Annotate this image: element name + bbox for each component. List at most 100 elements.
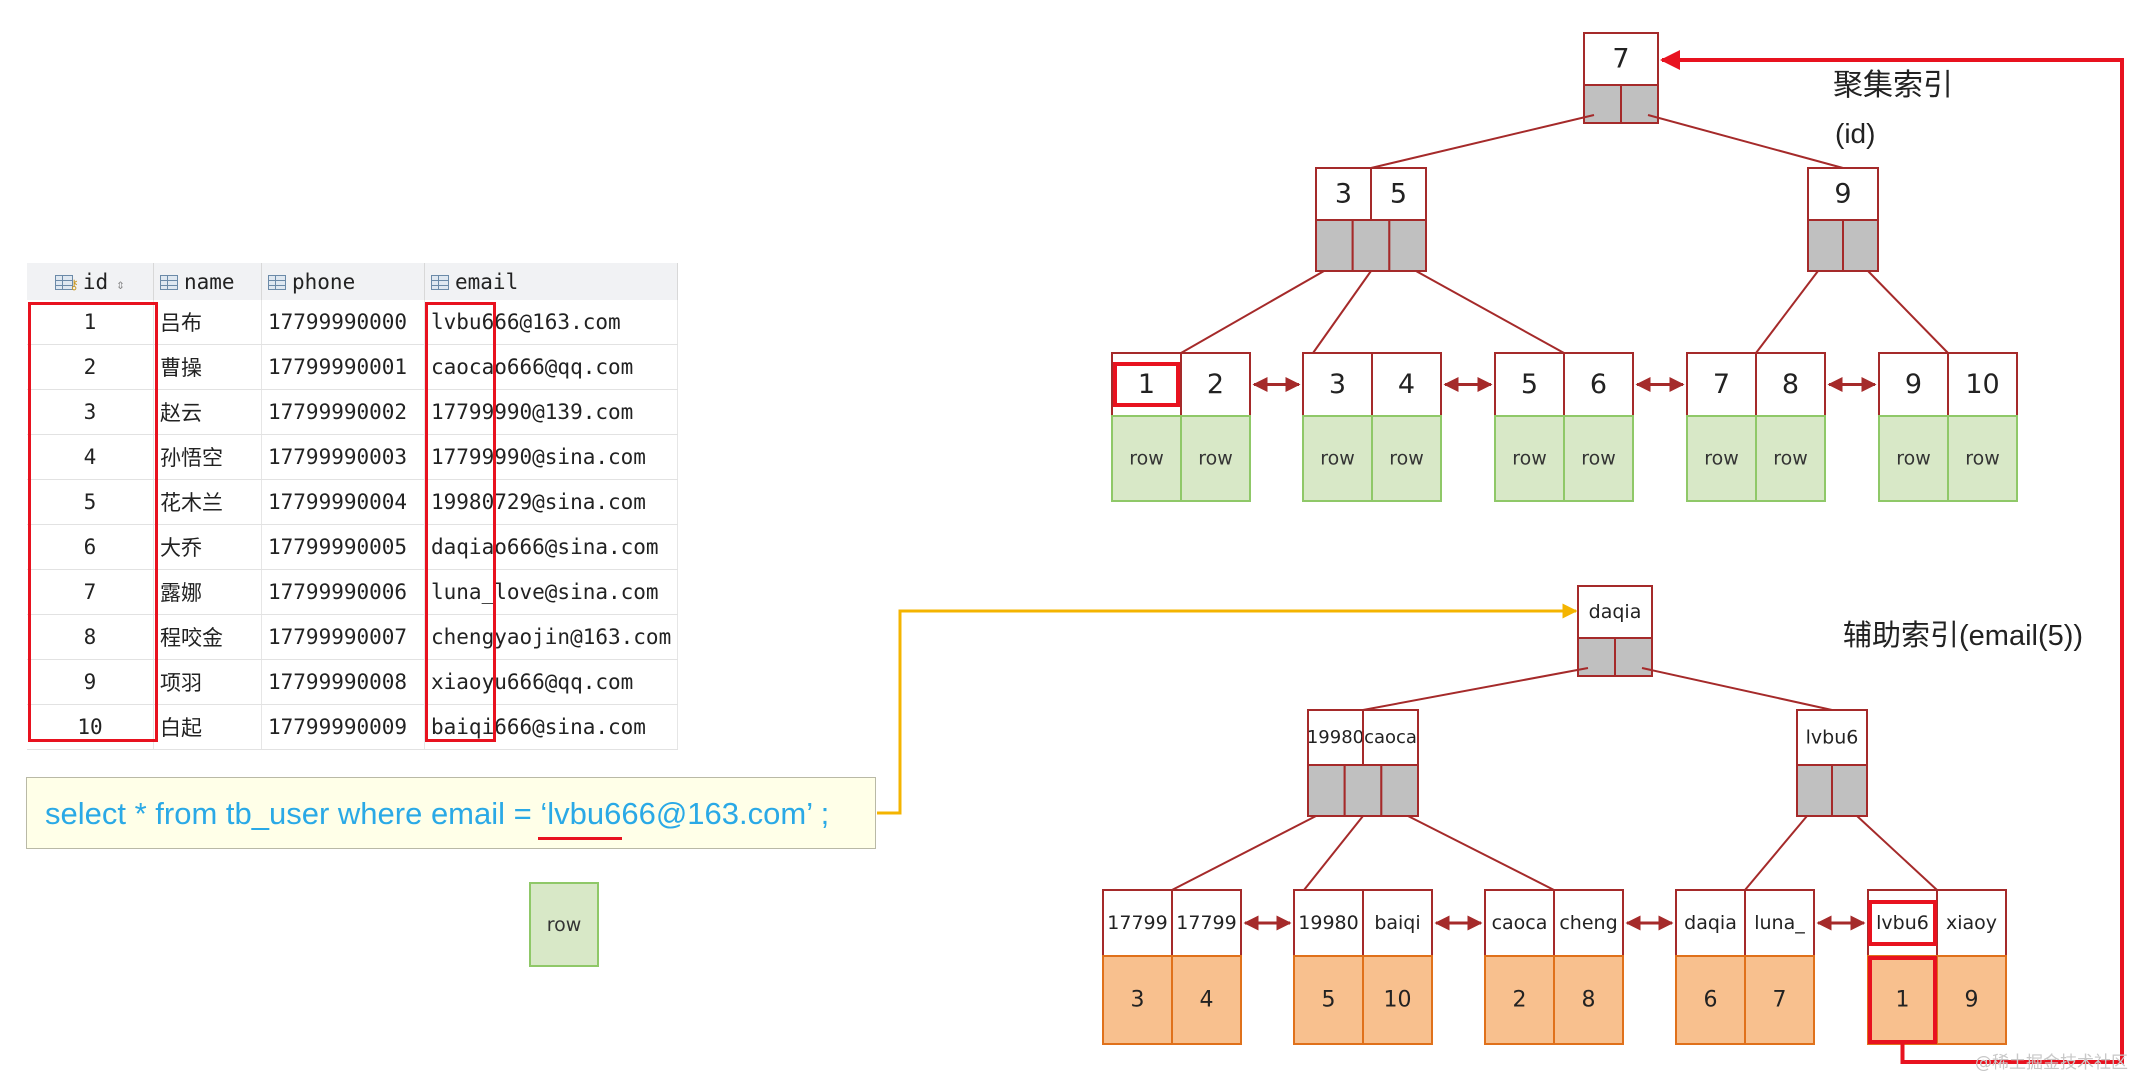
clustered-leaf-key-cell [1494,352,1565,417]
watermark: @稀土掘金技术社区 [1975,1053,2128,1073]
primary-key-cell [1744,955,1815,1045]
clustered-leaf-key: 6 [1590,369,1607,400]
clustered-inner-node-pointer-cell [1807,219,1844,272]
sql-prefix: select * from tb_user where email = [45,796,541,831]
secondary-leaf-key-cell [1553,889,1624,957]
cell-phone: 17799990003 [261,434,425,480]
tree-edge [1647,114,1844,169]
cell-email: daqiao666@sina.com [424,524,679,570]
email-prefix-highlight [425,302,496,742]
secondary-leaf-key: xiaoy [1946,912,1997,934]
clustered-inner-node-key: 9 [1834,179,1851,210]
clustered-inner-node-pointer-cell [1388,219,1428,272]
clustered-leaf-key-cell [1755,352,1826,417]
cell-email: 17799990@139.com [424,389,679,435]
row-data-cell [1494,415,1565,502]
column-icon [55,274,74,290]
secondary-leaf-key: luna_ [1754,912,1805,934]
clustered-leaf-key: 5 [1521,369,1538,400]
row-data-label: row [1965,448,2000,470]
clustered-match-highlight [1113,362,1180,407]
tree-edge [1856,815,1938,891]
clustered-leaf-key-cell [1180,352,1251,417]
clustered-leaf-key: 9 [1905,369,1922,400]
cell-id: 4 [27,434,154,480]
cell-email: xiaoyu666@qq.com [424,659,679,705]
table-header-row: ⚷id⇕ name phone email [27,263,679,300]
clustered-root-pointer-cell [1620,84,1659,124]
primary-key-value: 7 [1773,988,1787,1013]
row-data-label: row [1581,448,1616,470]
primary-key-value: 10 [1384,988,1412,1013]
tree-edge [1303,815,1364,891]
primary-key-cell [1362,955,1433,1045]
primary-key-value: 4 [1200,988,1214,1013]
column-header-phone[interactable]: phone [261,263,425,300]
cell-name: 白起 [153,704,262,750]
primary-key-cell [1553,955,1624,1045]
row-data-cell [1180,415,1251,502]
back-to-table-arrow [1660,50,2124,1064]
sql-query-box: select * from tb_user where email = ‘lvb… [26,777,876,849]
row-data-cell [1947,415,2018,502]
column-icon [160,274,178,290]
row-data-cell [1563,415,1634,502]
secondary-leaf-key: cheng [1559,912,1617,934]
cell-id: 6 [27,524,154,570]
column-header-name[interactable]: name [153,263,262,300]
tree-edge [1744,815,1808,891]
sort-icon[interactable]: ⇕ [116,276,125,293]
cell-id: 1 [27,300,154,345]
cell-phone: 17799990007 [261,614,425,660]
cell-email: 19980729@sina.com [424,479,679,525]
cell-name: 项羽 [153,659,262,705]
primary-key-value: 8 [1582,988,1596,1013]
column-header-email[interactable]: email [424,263,679,300]
column-header-id[interactable]: ⚷id⇕ [27,263,154,300]
row-data-cell [1878,415,1949,502]
tree-edge [1370,114,1595,169]
secondary-leaf-key-cell [1362,889,1433,957]
clustered-leaf-key: 1 [1138,369,1155,400]
primary-key-cell [1171,955,1242,1045]
tree-edge [1362,667,1589,711]
row-data-label: row [1512,448,1547,470]
secondary-leaf-key: daqia [1684,912,1737,934]
secondary-leaf-key: lvbu6 [1876,912,1929,934]
cell-id: 2 [27,344,154,390]
row-data-label: row [1896,448,1931,470]
clustered-leaf-key-cell [1371,352,1442,417]
secondary-inner-node-key: lvbu6 [1806,727,1859,749]
clustered-root-pointer-cell [1583,84,1622,124]
cell-email: luna_love@sina.com [424,569,679,615]
sql-value-underline [538,837,622,840]
id-column-highlight [28,302,158,742]
secondary-inner-node-key: caoca [1364,727,1417,748]
primary-key-value: 9 [1965,988,1979,1013]
row-data-cell [1686,415,1757,502]
secondary-leaf-key: 17799 [1107,912,1167,934]
cell-email: baiqi666@sina.com [424,704,679,750]
clustered-leaf-key: 7 [1713,369,1730,400]
clustered-inner-node-key-cell [1807,167,1879,221]
cell-email: chengyaojin@163.com [424,614,679,660]
clustered-leaf-key: 2 [1207,369,1224,400]
secondary-inner-node-pointer-cell [1380,764,1420,817]
clustered-leaf-key: 8 [1782,369,1799,400]
cell-id: 8 [27,614,154,660]
row-data-label: row [1704,448,1739,470]
cell-id: 9 [27,659,154,705]
secondary-root-pointer-cell [1614,637,1653,677]
primary-key-cell [1675,955,1746,1045]
